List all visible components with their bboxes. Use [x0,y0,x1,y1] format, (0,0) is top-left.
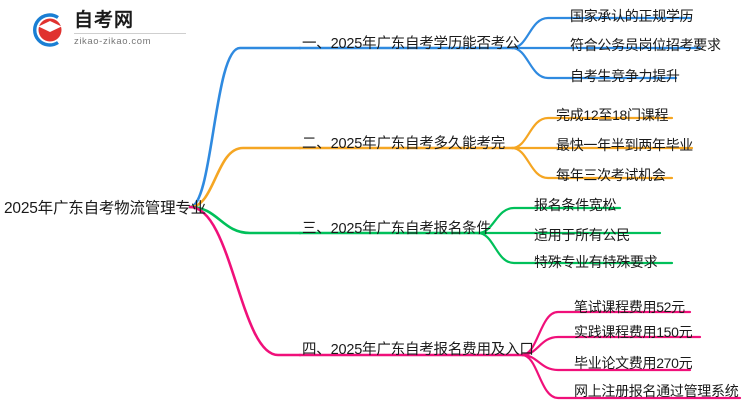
mindmap-leaf-node-4-3[interactable]: 毕业论文费用270元 [574,355,693,371]
logo-title: 自考网 [74,10,135,31]
mindmap-leaf-node-3-2[interactable]: 适用于所有公民 [534,227,630,243]
mindmap-leaf-node-3-3[interactable]: 特殊专业有特殊要求 [534,254,658,270]
mindmap-leaf-node-2-2[interactable]: 最快一年半到两年毕业 [556,137,693,153]
mindmap-leaf-node-4-1[interactable]: 笔试课程费用52元 [574,299,685,315]
mindmap-leaf-node-3-1[interactable]: 报名条件宽松 [534,197,617,213]
connector-branch-2 [188,116,694,209]
mindmap-branch-node-1[interactable]: 一、2025年广东自考学历能否考公 [302,36,520,52]
mindmap-leaf-node-2-3[interactable]: 每年三次考试机会 [556,167,666,183]
mindmap-branch-node-4[interactable]: 四、2025年广东自考报名费用及入口 [302,342,534,358]
mindmap-branch-node-2[interactable]: 二、2025年广东自考多久能考完 [302,136,506,152]
site-logo: 自考网 zikao-zikao.com [28,9,188,51]
logo-domain: zikao-zikao.com [74,36,152,47]
mindmap-leaf-node-4-4[interactable]: 网上注册报名通过管理系统 [574,383,739,399]
mindmap-branch-node-3[interactable]: 三、2025年广东自考报名条件 [302,221,491,237]
mindmap-leaf-node-2-1[interactable]: 完成12至18门课程 [556,107,669,123]
connector-branch-4 [188,205,742,400]
mindmap-leaf-node-1-1[interactable]: 国家承认的正规学历 [570,8,694,24]
logo-text-block: 自考网 zikao-zikao.com [74,10,188,47]
mindmap-leaf-node-4-2[interactable]: 实践课程费用150元 [574,324,693,340]
logo-divider [74,33,186,34]
mindmap-root-node[interactable]: 2025年广东自考物流管理专业 [4,200,206,217]
graduation-cap-icon [33,13,62,47]
mindmap-leaf-node-1-2[interactable]: 符合公务员岗位招考要求 [570,37,721,53]
connector-branch-3 [188,205,674,265]
connector-branch-1 [188,16,702,209]
mindmap-leaf-node-1-3[interactable]: 自考生竞争力提升 [570,68,680,84]
